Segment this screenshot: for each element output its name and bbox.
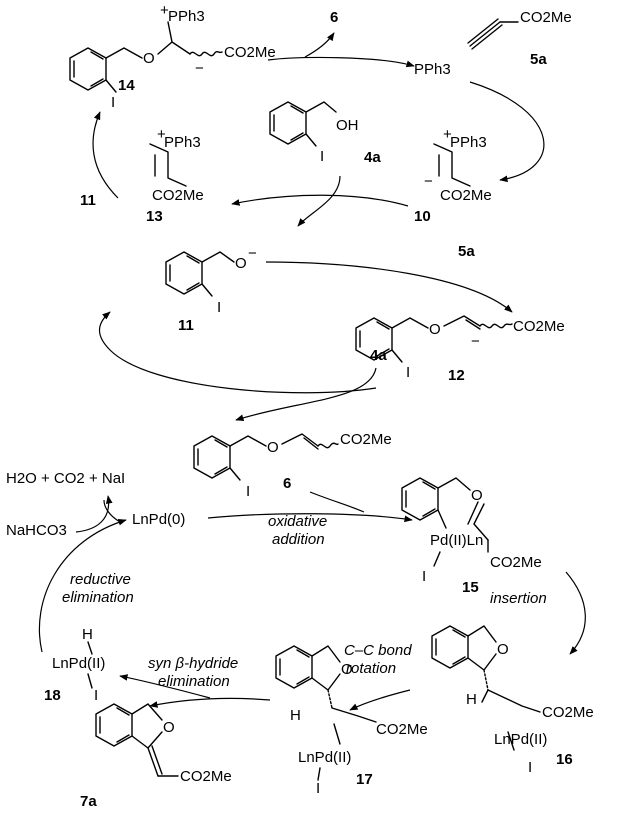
co2me-label: CO2Me xyxy=(180,768,232,785)
compound-14: O I + PPh3 CO2Me − 14 xyxy=(69,2,276,111)
step-label: elimination xyxy=(158,673,230,690)
compound-number: 7a xyxy=(80,793,97,810)
o-label: O xyxy=(497,641,509,658)
compound-11: O − I 11 xyxy=(165,245,257,334)
compound-number: 12 xyxy=(448,367,465,384)
compound-13: + PPh3 CO2Me 13 xyxy=(146,126,204,225)
compound-6: O CO2Me I 6 xyxy=(193,431,392,500)
compound-number: 18 xyxy=(44,687,61,704)
iodo-label: I xyxy=(94,687,98,704)
step-label: insertion xyxy=(490,590,547,607)
co2me-label: CO2Me xyxy=(152,187,204,204)
step-label: elimination xyxy=(62,589,134,606)
pd-hydride-label: LnPd(II) xyxy=(52,655,105,672)
pph3-label: PPh3 xyxy=(164,134,201,151)
iodo-label: I xyxy=(320,148,324,165)
compound-number: 14 xyxy=(118,77,135,94)
iodo-label: I xyxy=(246,483,250,500)
charge-minus: − xyxy=(471,333,480,350)
oh-label: OH xyxy=(336,117,359,134)
compound-number: 15 xyxy=(462,579,479,596)
hydride-label: H xyxy=(466,691,477,708)
compound-number: 5a xyxy=(458,243,475,260)
iodo-label: I xyxy=(316,780,320,797)
compound-number: 4a xyxy=(370,347,387,364)
co2me-label: CO2Me xyxy=(513,318,565,335)
compound-number: 6 xyxy=(330,9,338,26)
compound-number: 11 xyxy=(178,317,194,334)
co2me-label: CO2Me xyxy=(224,44,276,61)
step-label: addition xyxy=(272,531,325,548)
iodo-label: I xyxy=(406,364,410,381)
compound-16: O H CO2Me LnPd(II) I 16 xyxy=(431,625,594,776)
co2me-label: CO2Me xyxy=(376,721,428,738)
pd-label: LnPd(II) xyxy=(298,749,351,766)
compound-number: 17 xyxy=(356,771,373,788)
charge-minus: − xyxy=(248,245,257,262)
pd-label: LnPd(II) xyxy=(494,731,547,748)
step-label: reductive xyxy=(70,571,131,588)
o-label: O xyxy=(267,439,279,456)
co2me-label: CO2Me xyxy=(490,554,542,571)
compound-number: 13 xyxy=(146,208,163,225)
pph3-free-label: PPh3 xyxy=(414,61,451,78)
pph3-label: PPh3 xyxy=(168,8,205,25)
o-label: O xyxy=(143,50,155,67)
co2me-label: CO2Me xyxy=(520,9,572,26)
compound-number: 6 xyxy=(283,475,291,492)
charge-plus: + xyxy=(157,126,166,143)
o-label: O xyxy=(341,661,353,678)
byproducts-label: H2O + CO2 + NaI xyxy=(6,470,125,487)
co2me-label: CO2Me xyxy=(340,431,392,448)
compound-10: + PPh3 − CO2Me 10 xyxy=(414,126,492,225)
compound-number: 4a xyxy=(364,149,381,166)
iodo-label: I xyxy=(217,299,221,316)
iodo-label: I xyxy=(422,568,426,585)
compound-7a: O CO2Me 7a xyxy=(80,703,232,810)
compound-5a: CO2Me 5a xyxy=(467,9,572,68)
compound-number: 16 xyxy=(556,751,573,768)
step-label: C–C bond xyxy=(344,642,412,659)
charge-plus: + xyxy=(160,2,169,19)
step-label: rotation xyxy=(346,660,396,677)
compound-number: 11 xyxy=(80,192,96,209)
iodo-label: I xyxy=(528,759,532,776)
pd-complex-label: Pd(II)Ln xyxy=(430,532,483,549)
charge-minus: − xyxy=(424,173,433,190)
compound-15: O Pd(II)Ln I CO2Me 15 xyxy=(401,477,542,596)
compound-number: 5a xyxy=(530,51,547,68)
compound-4a: OH I 4a xyxy=(269,101,381,166)
nahco3-label: NaHCO3 xyxy=(6,522,67,539)
pd0-catalyst-label: LnPd(0) xyxy=(132,511,185,528)
compound-number: 10 xyxy=(414,208,431,225)
hydride-label: H xyxy=(82,626,93,643)
o-label: O xyxy=(429,321,441,338)
iodo-label: I xyxy=(111,94,115,111)
step-label: oxidative xyxy=(268,513,327,530)
o-label: O xyxy=(471,487,483,504)
charge-minus: − xyxy=(195,60,204,77)
compound-12: O CO2Me − I 12 xyxy=(355,315,565,384)
compound-17: O H CO2Me LnPd(II) I 17 xyxy=(275,645,428,797)
o-label: O xyxy=(163,719,175,736)
co2me-label: CO2Me xyxy=(542,704,594,721)
charge-plus: + xyxy=(443,126,452,143)
hydride-label: H xyxy=(290,707,301,724)
compound-18: H LnPd(II) I 18 xyxy=(44,626,105,704)
co2me-label: CO2Me xyxy=(440,187,492,204)
pph3-label: PPh3 xyxy=(450,134,487,151)
o-minus-label: O xyxy=(235,255,247,272)
step-label: syn β-hydride xyxy=(148,655,238,672)
